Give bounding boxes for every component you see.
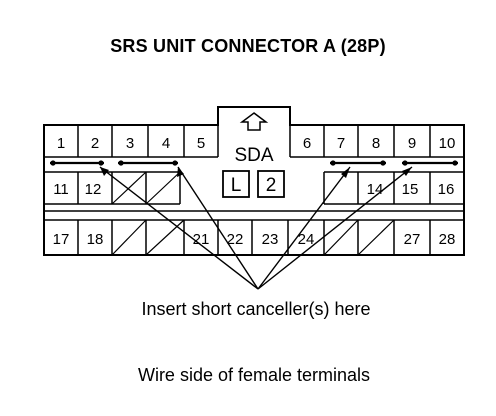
pin-label: 22: [227, 231, 244, 248]
leader-arrowheads: [100, 167, 412, 178]
footer-caption: Wire side of female terminals: [137, 365, 371, 385]
pin-label: 27: [404, 231, 421, 248]
empty-cavity-marks: [111, 171, 395, 256]
pin-label: 1: [57, 135, 65, 152]
key-box-l-label: L: [231, 175, 242, 196]
pin-label: 12: [85, 181, 102, 198]
row1-cells: [44, 125, 464, 158]
key-box-2-label: 2: [266, 175, 277, 196]
pin-label: 24: [298, 231, 315, 248]
key-up-arrow-icon: [239, 112, 269, 131]
key-box-2: [257, 170, 285, 198]
pin-label: 18: [87, 231, 104, 248]
pin-label: 4: [162, 135, 170, 152]
pin-label: 10: [439, 135, 456, 152]
key-box-l: [222, 170, 250, 198]
row2-cells: [44, 171, 464, 205]
pin-label: 5: [197, 135, 205, 152]
pin-label: 21: [193, 231, 210, 248]
pin-label: 15: [402, 181, 419, 198]
row2-pin-labels: 11 12 14 15 16: [53, 181, 454, 198]
pin-label: 16: [438, 181, 455, 198]
row3-pin-labels: 17 18 21 22 23 24 27 28: [53, 231, 456, 248]
row1-pin-labels: 1 2 3 4 5 6 7 8 9 10: [57, 135, 456, 152]
pin-label: 17: [53, 231, 70, 248]
callout-leader-lines: [99, 166, 413, 290]
pin-label: 2: [91, 135, 99, 152]
pin-label: 23: [262, 231, 279, 248]
row3-cells: [77, 220, 431, 255]
diagram-title: SRS UNIT CONNECTOR A (28P): [110, 36, 386, 56]
pin-label: 11: [53, 181, 69, 198]
pin-label: 9: [408, 135, 416, 152]
pin-label: 8: [372, 135, 380, 152]
key-label: SDA: [234, 145, 273, 166]
pin-label: 3: [126, 135, 134, 152]
row-separator: [44, 210, 464, 221]
canceller-bar-ends: [50, 160, 458, 166]
pin-label: 6: [303, 135, 311, 152]
callout-text: Insert short canceller(s) here: [141, 299, 371, 319]
pin-label: 28: [439, 231, 456, 248]
pin-label: 7: [337, 135, 345, 152]
